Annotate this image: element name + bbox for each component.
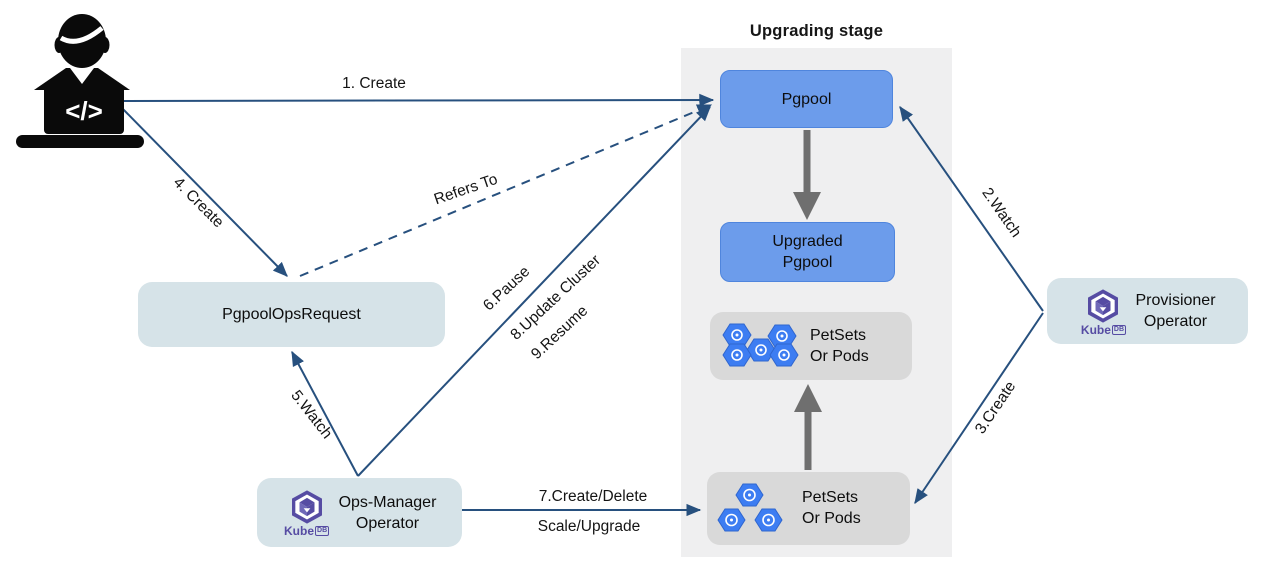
kubedb-logo: Kube DB bbox=[1079, 287, 1127, 336]
pods-cluster-icon bbox=[722, 323, 799, 367]
kubedb-hexcube-icon bbox=[1088, 288, 1119, 323]
kubedb-word-db: DB bbox=[315, 526, 330, 536]
node-pgpool-ops-request-label: PgpoolOpsRequest bbox=[222, 306, 361, 323]
edge-watch-5 bbox=[291, 350, 359, 477]
upgrading-stage-title: Upgrading stage bbox=[749, 22, 884, 40]
upgrade-arrow bbox=[793, 130, 821, 220]
kubedb-logo: Kube DB bbox=[283, 488, 331, 537]
edge-watch-2 bbox=[899, 105, 1044, 312]
edge-label-scale-upgrade-7: Scale/Upgrade bbox=[537, 518, 641, 535]
petsets-lower-line2: Or Pods bbox=[802, 510, 861, 527]
kubedb-wordmark: Kube DB bbox=[1080, 322, 1127, 337]
node-ops-manager-label: Ops-Manager Operator bbox=[339, 492, 437, 534]
ops-manager-line1: Ops-Manager bbox=[338, 493, 437, 511]
edge-pause-update-resume bbox=[357, 106, 711, 477]
node-upgraded-pgpool: Upgraded Pgpool bbox=[720, 222, 895, 282]
edge-create-4 bbox=[119, 105, 288, 277]
node-pgpool-ops-request: PgpoolOpsRequest bbox=[138, 282, 445, 347]
node-petsets-upper-label: PetSets Or Pods bbox=[810, 325, 869, 367]
node-petsets-lower: PetSets Or Pods bbox=[707, 472, 910, 545]
developer-icon: </> bbox=[16, 14, 144, 148]
node-ops-manager-operator: Kube DB Ops-Manager Operator bbox=[257, 478, 462, 547]
node-petsets-upper: PetSets Or Pods bbox=[710, 312, 912, 380]
node-petsets-lower-label: PetSets Or Pods bbox=[802, 487, 861, 529]
pods-cluster-icon bbox=[717, 483, 783, 532]
edge-label-create-delete-7: 7.Create/Delete bbox=[538, 488, 648, 505]
edge-refers-to bbox=[299, 104, 713, 277]
node-pgpool: Pgpool bbox=[720, 70, 893, 128]
provisioner-line1: Provisioner bbox=[1135, 292, 1216, 309]
kubedb-word-kube: Kube bbox=[1080, 322, 1111, 337]
node-upgraded-pgpool-label: Upgraded Pgpool bbox=[772, 231, 842, 273]
edge-label-create-1: 1. Create bbox=[342, 75, 406, 92]
kubedb-wordmark: Kube DB bbox=[284, 524, 330, 538]
node-provisioner-operator: Kube DB Provisioner Operator bbox=[1047, 278, 1248, 344]
kubedb-word-kube: Kube bbox=[284, 524, 315, 538]
kubedb-word-db: DB bbox=[1111, 324, 1127, 335]
upgraded-pgpool-line2: Pgpool bbox=[782, 254, 833, 271]
petsets-arrow bbox=[794, 384, 822, 470]
petsets-upper-line1: PetSets bbox=[810, 327, 867, 344]
upgraded-pgpool-line1: Upgraded bbox=[772, 233, 843, 250]
node-provisioner-label: Provisioner Operator bbox=[1135, 290, 1215, 332]
ops-manager-line2: Operator bbox=[355, 514, 420, 532]
petsets-upper-line2: Or Pods bbox=[810, 348, 869, 365]
kubedb-hexcube-icon bbox=[291, 490, 322, 524]
provisioner-line2: Operator bbox=[1143, 313, 1208, 330]
petsets-lower-line1: PetSets bbox=[802, 489, 859, 506]
edge-create-3 bbox=[914, 312, 1044, 505]
laptop-code-glyph: </> bbox=[65, 96, 103, 126]
edge-create-1 bbox=[117, 93, 715, 107]
node-pgpool-label: Pgpool bbox=[781, 90, 832, 108]
